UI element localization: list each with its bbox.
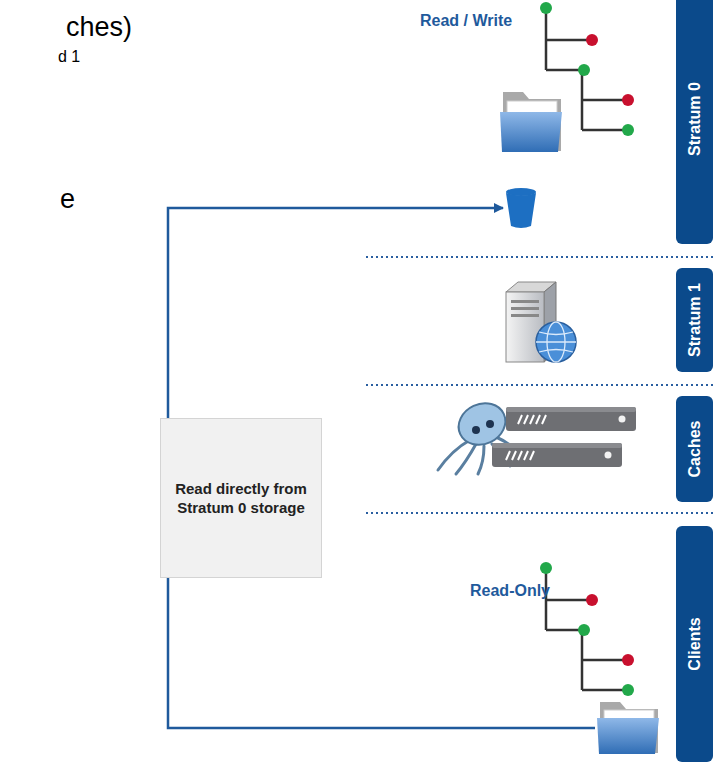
connector (168, 208, 503, 418)
stratum-band: Caches (676, 396, 713, 502)
folder-icon (500, 92, 562, 152)
stratum-band: Stratum 0 (676, 0, 713, 244)
folder-icon (597, 702, 659, 754)
connector (168, 578, 595, 728)
slide-text: e (60, 184, 75, 215)
tree-icon (540, 562, 634, 696)
slide-text: ches) (66, 12, 132, 43)
band-title: Clients (686, 617, 704, 670)
separator (366, 257, 713, 513)
stratum-band: Clients (676, 526, 713, 762)
access-label: Read-Only (470, 582, 550, 600)
access-label: Read / Write (420, 12, 512, 30)
bucket-icon (506, 188, 536, 228)
stratum-band: Stratum 1 (676, 268, 713, 372)
rack-server (492, 407, 636, 467)
slide-text: d 1 (58, 48, 80, 66)
note-box: Read directly from Stratum 0 storage (160, 418, 322, 578)
band-title: Stratum 0 (686, 82, 704, 156)
server-icon (506, 282, 576, 362)
band-title: Caches (686, 421, 704, 478)
band-title: Stratum 1 (686, 283, 704, 357)
note-text: Read directly from Stratum 0 storage (173, 479, 309, 518)
